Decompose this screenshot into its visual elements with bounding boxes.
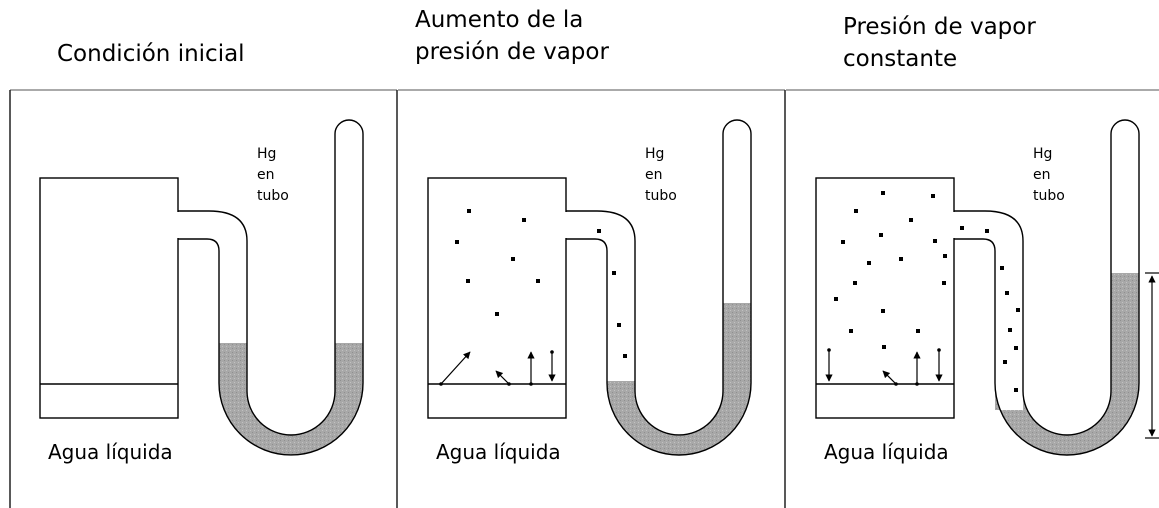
panel-3-vapor-molecule — [879, 233, 883, 237]
panel-2-vapor-molecule — [467, 209, 471, 213]
panel-2-mercury — [607, 303, 751, 455]
panel-2-tube-label-line: Hg — [645, 146, 664, 162]
panel-2-vapor-molecule — [522, 218, 526, 222]
panel-3-vapor-molecule — [916, 329, 920, 333]
panel-2-vapor-molecule — [536, 279, 540, 283]
panel-2-title-line-1: Aumento de la — [415, 7, 584, 33]
panel-2-vapor-molecule — [511, 257, 515, 261]
panel-3-vapor-molecule — [867, 261, 871, 265]
panel-3-vapor-molecule — [849, 329, 853, 333]
panel-2-u-tube — [566, 119, 752, 456]
panel-3-vapor-molecule — [1008, 328, 1012, 332]
panel-3-vapor-molecule — [853, 281, 857, 285]
panel-2-title: Aumento de la presión de vapor — [415, 4, 609, 68]
panel-2-vapor-molecule — [612, 271, 616, 275]
panel-1-title-line-1: Condición inicial — [57, 41, 245, 67]
panel-2-vapor-molecule — [617, 323, 621, 327]
panel-3-vapor-molecule — [931, 194, 935, 198]
panel-1-tube-label-line: Hg — [257, 146, 276, 162]
panel-3-liquid-label: Agua líquida — [824, 440, 949, 464]
panel-3-title: Presión de vapor constante — [843, 11, 1036, 75]
panel-3-flask — [815, 177, 955, 419]
panel-3-tube-label-line: en — [1033, 167, 1051, 183]
panel-3-tube-label-line: tubo — [1033, 188, 1065, 204]
panel-2-tube-label-line: tubo — [645, 188, 677, 204]
panel-3-vapor-molecule — [834, 297, 838, 301]
panel-3-vapor-molecule — [943, 254, 947, 258]
panel-2-title-line-2: presión de vapor — [415, 39, 609, 65]
panel-1-u-tube — [178, 119, 364, 456]
panel-3-vapor-molecule — [854, 209, 858, 213]
panel-2-vapor-molecule — [623, 354, 627, 358]
panel-3-vapor-molecule — [942, 281, 946, 285]
panel-2-molecule-arrow — [440, 351, 471, 385]
panel-2-vapor-molecule — [597, 229, 601, 233]
panel-1-mercury — [219, 343, 363, 455]
panel-3-vapor-molecule — [933, 239, 937, 243]
panel-1-tube-label-line: en — [257, 167, 275, 183]
panel-3-vapor-molecule — [882, 345, 886, 349]
panel-2-vapor-molecule — [495, 312, 499, 316]
panel-1-tube-label-line: tubo — [257, 188, 289, 204]
panel-2-vapor-molecule — [466, 279, 470, 283]
panel-3-vapor-molecule — [909, 218, 913, 222]
panel-3-vapor-molecule — [960, 226, 964, 230]
panel-3-u-tube — [954, 119, 1140, 456]
panel-2-tube-label-line: en — [645, 167, 663, 183]
panel-3-vapor-molecule — [841, 240, 845, 244]
panel-3-vapor-molecule — [1005, 291, 1009, 295]
panel-3-vapor-molecule — [1016, 308, 1020, 312]
panel-3-vapor-molecule — [881, 191, 885, 195]
panel-1-tube-label: Hg en tubo — [257, 146, 289, 204]
panel-3-vapor-molecule — [1000, 266, 1004, 270]
panel-3-tube-label-line: Hg — [1033, 146, 1052, 162]
panel-3-vapor-molecule — [985, 229, 989, 233]
panel-2-vapor-molecule — [455, 240, 459, 244]
panel-3-molecule-arrow — [882, 370, 897, 385]
panel-3-vapor-molecule — [899, 257, 903, 261]
panel-3-vapor-molecule — [1003, 360, 1007, 364]
panel-3-vapor-molecule — [881, 309, 885, 313]
panel-2-liquid-label: Agua líquida — [436, 440, 561, 464]
panel-1-title: Condición inicial — [57, 38, 245, 70]
panel-2-tube-label: Hg en tubo — [645, 146, 677, 204]
panel-3-title-line-1: Presión de vapor — [843, 14, 1036, 40]
panel-2-flask — [427, 177, 567, 419]
panel-3-tube-label: Hg en tubo — [1033, 146, 1065, 204]
panel-2-molecule-arrow — [495, 370, 510, 385]
panel-1-flask — [39, 177, 179, 419]
panel-3-vapor-molecule — [1014, 346, 1018, 350]
panel-3-mercury — [995, 273, 1139, 455]
panel-1-liquid-label: Agua líquida — [48, 440, 173, 464]
panel-3-vapor-molecule — [1014, 388, 1018, 392]
panel-3-title-line-2: constante — [843, 46, 958, 72]
